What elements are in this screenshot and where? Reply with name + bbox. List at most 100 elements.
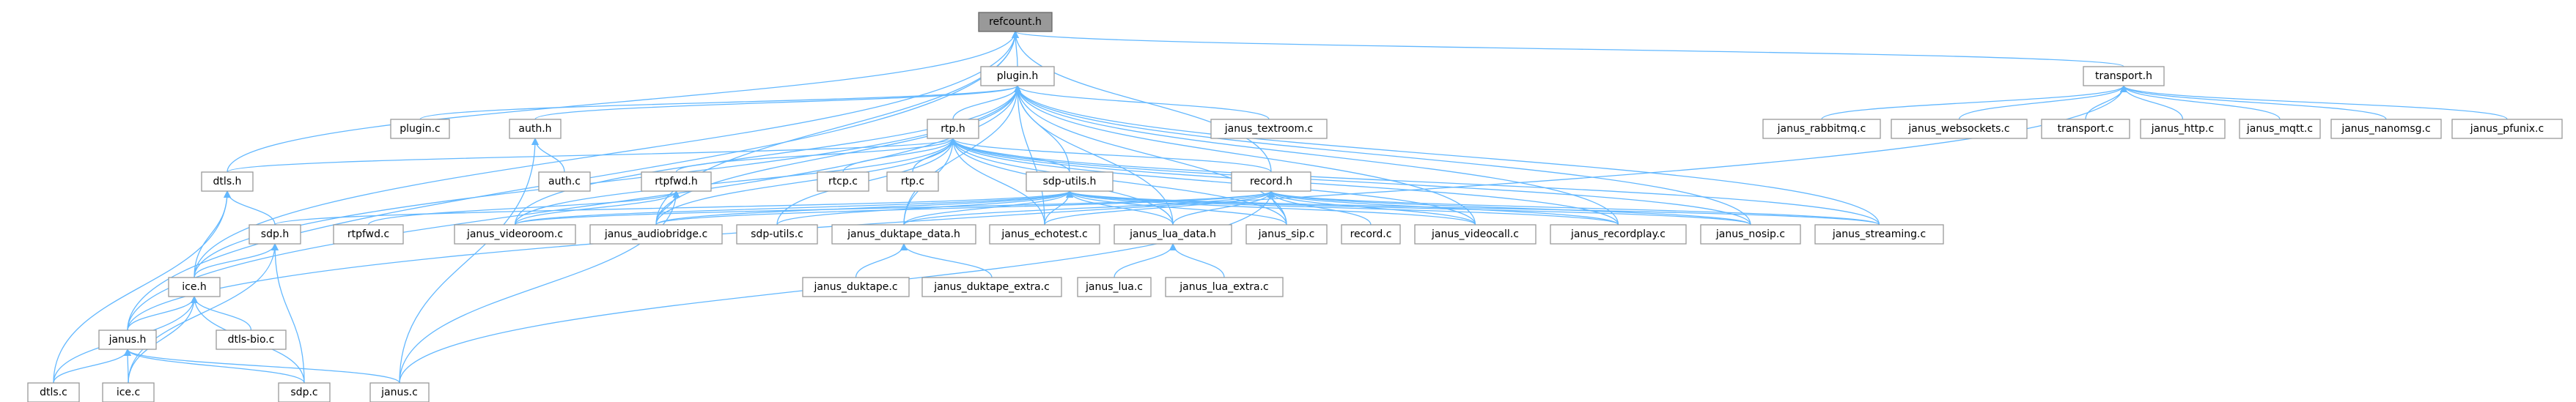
node-sdp-c[interactable]: sdp.c [278, 382, 331, 402]
edge-dtls_h-to-refcount [227, 31, 1019, 173]
edge-janus_lua_data-to-record_h [1172, 190, 1275, 226]
edge-janus_rabbitmq-to-transport [1821, 85, 2127, 120]
node-box [27, 382, 80, 402]
node-rtp-h[interactable]: rtp.h [927, 119, 979, 139]
node-rtcp-c[interactable]: rtcp.c [817, 171, 869, 192]
node-janus-mqtt[interactable]: janus_mqtt.c [2239, 119, 2321, 139]
node-box [98, 330, 157, 350]
edge-janus_c-to-auth_h [399, 138, 539, 384]
node-janus-duktape[interactable]: janus_duktape.c [802, 277, 910, 297]
node-rtpfwd-h[interactable]: rtpfwd.h [641, 171, 712, 192]
edge-janus_streaming-to-plugin [1014, 85, 1880, 226]
node-box [1814, 224, 1944, 245]
node-box [454, 224, 576, 245]
node-sdp-utils-h[interactable]: sdp-utils.h [1026, 171, 1114, 192]
edge-janus_videoroom-to-rtp_h [514, 138, 957, 226]
node-transport[interactable]: transport.h [2083, 66, 2165, 86]
node-janus-websockets[interactable]: janus_websockets.c [1891, 119, 2028, 139]
node-sdp-utils-c[interactable]: sdp-utils.c [736, 224, 818, 245]
edge-janus_nosip-to-rtp_h [949, 138, 1751, 226]
edge-janus_audiobridge-to-rtp_h [655, 138, 957, 226]
edge-janus_audiobridge-to-record_h [655, 190, 1275, 226]
node-label: dtls.c [40, 387, 67, 398]
edge-sdp_c-to-sdp_h [271, 243, 305, 384]
node-record-h[interactable]: record.h [1231, 171, 1311, 192]
edge-ice_h-to-sdp_h [194, 243, 279, 278]
node-janus-videocall[interactable]: janus_videocall.c [1414, 224, 1537, 245]
node-janus-echotest[interactable]: janus_echotest.c [989, 224, 1100, 245]
node-janus-sip[interactable]: janus_sip.c [1245, 224, 1328, 245]
node-label: dtls-bio.c [228, 334, 275, 346]
edge-janus_videoroom-to-rtpfwd_h [514, 190, 680, 226]
node-box [1700, 224, 1801, 245]
edge-janus_sip-to-sdp_utils_h [1066, 190, 1287, 226]
node-dtls-bio-c[interactable]: dtls-bio.c [216, 330, 287, 350]
node-janus-http[interactable]: janus_http.c [2140, 119, 2226, 139]
edge-janus_lua-to-janus_lua_data [1114, 243, 1177, 278]
node-label: janus_lua.c [1085, 281, 1143, 293]
node-label: dtls.h [213, 176, 242, 187]
node-janus-streaming[interactable]: janus_streaming.c [1814, 224, 1944, 245]
node-plugin[interactable]: plugin.h [980, 66, 1055, 86]
node-janus-audiobridge[interactable]: janus_audiobridge.c [589, 224, 723, 245]
node-label: janus.c [380, 387, 418, 398]
node-janus-duktape-data[interactable]: janus_duktape_data.h [831, 224, 976, 245]
edge-janus_videoroom-to-sdp_utils_h [514, 190, 1073, 226]
edge-record_h-to-refcount [1012, 31, 1272, 173]
node-label: sdp-utils.c [751, 228, 803, 240]
node-janus-h[interactable]: janus.h [98, 330, 157, 350]
node-label: plugin.c [400, 123, 440, 135]
node-box [927, 119, 979, 139]
node-box [168, 277, 221, 297]
edge-janus_videoroom-to-plugin [514, 85, 1021, 226]
node-auth-h[interactable]: auth.h [509, 119, 562, 139]
edge-dtls_c-to-janus_h [53, 349, 131, 384]
node-record-c[interactable]: record.c [1341, 224, 1401, 245]
node-janus-lua-extra[interactable]: janus_lua_extra.c [1165, 277, 1284, 297]
node-plugin-c[interactable]: plugin.c [390, 119, 450, 139]
node-label: rtp.h [941, 123, 965, 135]
node-label: transport.h [2095, 70, 2152, 82]
node-janus-nosip[interactable]: janus_nosip.c [1700, 224, 1801, 245]
node-rtp-c[interactable]: rtp.c [886, 171, 939, 192]
node-janus-nanomsg[interactable]: janus_nanomsg.c [2330, 119, 2442, 139]
node-ice-h[interactable]: ice.h [168, 277, 221, 297]
node-auth-c[interactable]: auth.c [538, 171, 591, 192]
edge-janus_websockets-to-transport [1958, 85, 2127, 120]
node-dtls-h[interactable]: dtls.h [201, 171, 254, 192]
edge-janus_h-to-ice_h [127, 296, 198, 331]
edge-janus_lua_extra-to-janus_lua_data [1169, 243, 1225, 278]
node-box [249, 224, 301, 245]
edge-janus_streaming-to-sdp_utils_h [1066, 190, 1880, 226]
edge-janus_videoroom-to-record_h [514, 190, 1275, 226]
edge-sdp_c-to-janus_h [124, 349, 305, 384]
node-label: janus_duktape.c [813, 281, 897, 293]
node-ice-c[interactable]: ice.c [102, 382, 155, 402]
node-transport-c[interactable]: transport.c [2041, 119, 2130, 139]
node-sdp-h[interactable]: sdp.h [249, 224, 301, 245]
node-box [538, 171, 591, 192]
node-janus-lua-data[interactable]: janus_lua_data.h [1114, 224, 1232, 245]
node-janus-textroom[interactable]: janus_textroom.c [1210, 119, 1328, 139]
node-box [1210, 119, 1328, 139]
node-janus-videoroom[interactable]: janus_videoroom.c [454, 224, 576, 245]
node-box [2083, 66, 2165, 86]
node-refcount[interactable]: refcount.h [978, 12, 1053, 32]
edge-record_h-to-rtp_h [949, 138, 1272, 173]
node-rtpfwd-c[interactable]: rtpfwd.c [333, 224, 404, 245]
node-label: sdp.h [261, 228, 289, 240]
edge-plugin_c-to-plugin [419, 85, 1021, 120]
node-janus-duktape-extra[interactable]: janus_duktape_extra.c [921, 277, 1062, 297]
nodes-layer: refcount.h plugin.h transport.h plugin.c aut… [27, 12, 2563, 402]
node-janus-pfunix[interactable]: janus_pfunix.c [2451, 119, 2563, 139]
node-label: rtpfwd.h [655, 176, 697, 187]
node-janus-recordplay[interactable]: janus_recordplay.c [1550, 224, 1687, 245]
node-janus-lua[interactable]: janus_lua.c [1077, 277, 1152, 297]
node-janus-c[interactable]: janus.c [369, 382, 430, 402]
node-janus-rabbitmq[interactable]: janus_rabbitmq.c [1762, 119, 1881, 139]
node-label: ice.h [182, 281, 207, 293]
node-label: janus_nosip.c [1715, 228, 1785, 240]
node-dtls-c[interactable]: dtls.c [27, 382, 80, 402]
edge-janus_sip-to-plugin [1014, 85, 1287, 226]
node-box [589, 224, 723, 245]
